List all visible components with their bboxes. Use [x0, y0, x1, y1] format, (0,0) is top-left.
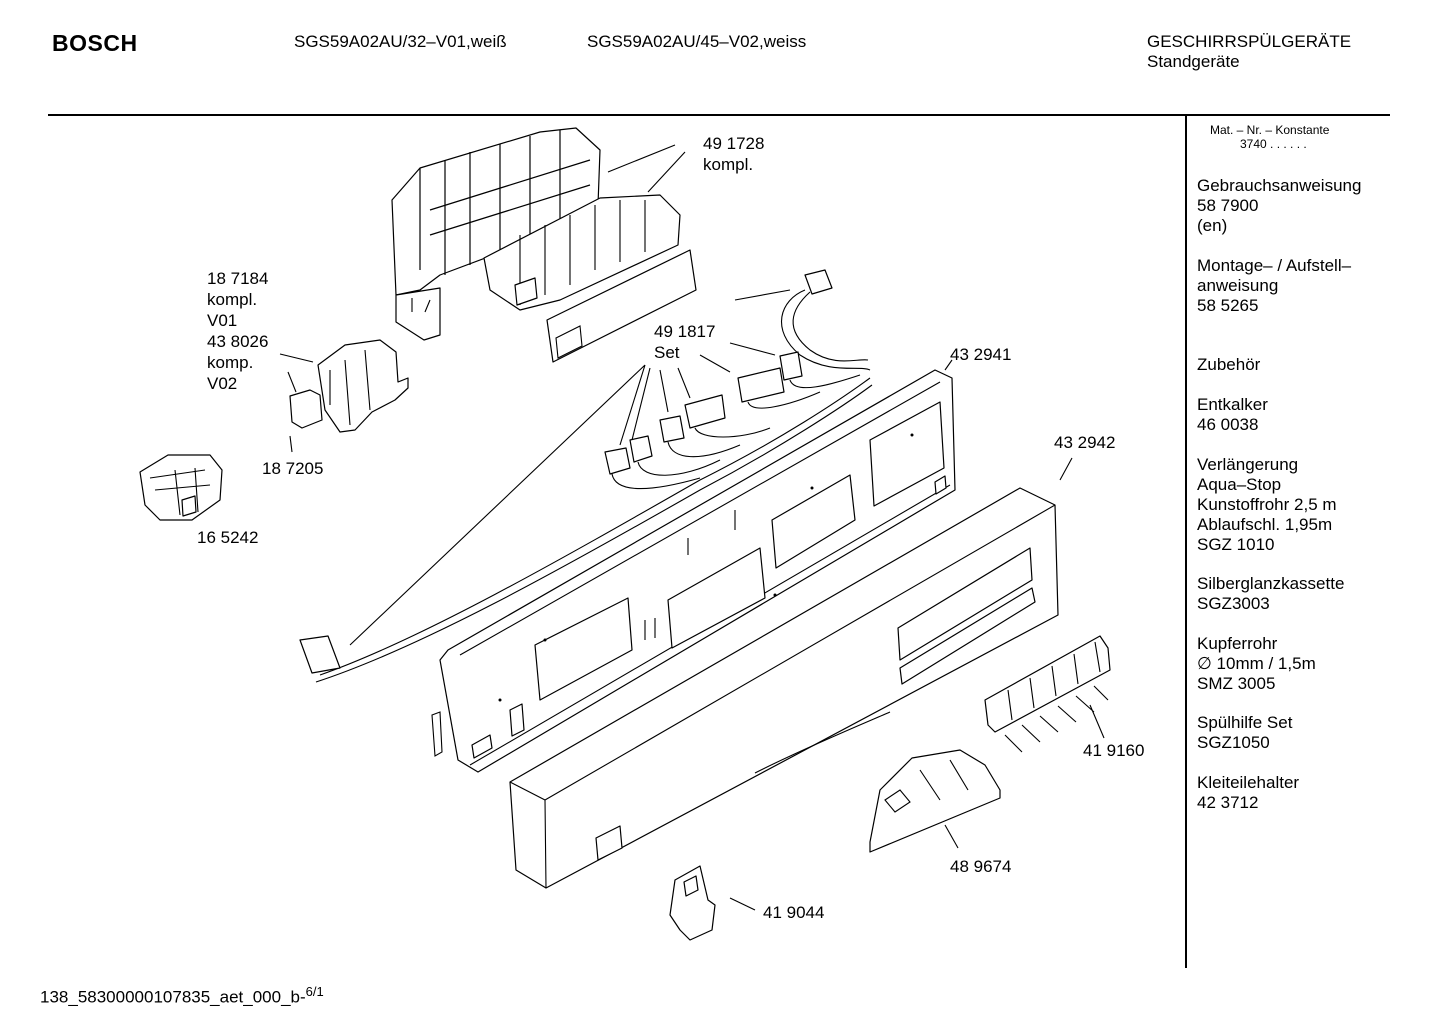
- part-label-419044: 41 9044: [763, 903, 825, 922]
- material-number-value: 3740 . . . . . .: [1240, 137, 1307, 151]
- category-title: GESCHIRRSPÜLGERÄTE: [1147, 32, 1352, 51]
- part-label-419160: 41 9160: [1083, 741, 1145, 760]
- sidebar-entry-accessories: Zubehör: [1197, 355, 1261, 374]
- cable-harness-part: [299, 269, 873, 683]
- part-label-187184: 18 7184 kompl. V01 43 8026 komp. V02: [207, 269, 269, 393]
- control-panel-fascia-part: [509, 487, 1059, 889]
- part-label-432942: 43 2942: [1054, 433, 1116, 452]
- retaining-clip-part: [669, 865, 716, 941]
- exploded-parts-drawing: [139, 127, 1111, 941]
- inner-panel-frame-part: [431, 369, 956, 773]
- sidebar-entry-extension: Verlängerung Aqua–Stop Kunstoffrohr 2,5 …: [1197, 455, 1337, 554]
- model-number-v01: SGS59A02AU/32–V01,weiß: [294, 32, 507, 51]
- category-block: GESCHIRRSPÜLGERÄTE Standgeräte: [1147, 32, 1351, 72]
- door-handle-part: [869, 749, 1001, 853]
- part-label-489674: 48 9674: [950, 857, 1012, 876]
- part-label-491817: 49 1817 Set: [654, 322, 716, 362]
- part-label-187205: 18 7205: [262, 459, 324, 478]
- model-number-v02: SGS59A02AU/45–V02,weiss: [587, 32, 807, 51]
- header-divider: [48, 114, 1390, 116]
- bracket-part: [139, 454, 223, 521]
- sidebar-entry-silver-cassette: Silberglanzkassette SGZ3003: [1197, 574, 1345, 613]
- relay-switch-part: [289, 339, 409, 433]
- category-subtitle: Standgeräte: [1147, 52, 1240, 71]
- page-number: 6/1: [305, 984, 324, 999]
- part-label-432941: 43 2941: [950, 345, 1012, 364]
- sidebar-entry-small-parts-holder: Kleiteilehalter 42 3712: [1197, 773, 1300, 812]
- sidebar-entry-installation: Montage– / Aufstell– anweisung 58 5265: [1197, 256, 1352, 315]
- sidebar-entry-manual: Gebrauchsanweisung 58 7900 (en): [1197, 176, 1362, 235]
- part-label-491728: 49 1728 kompl.: [703, 134, 765, 174]
- material-number-block: Mat. – Nr. – Konstante 3740 . . . . . .: [1210, 123, 1329, 151]
- display-strip-part: [546, 249, 697, 363]
- electronic-module-part: [391, 127, 681, 341]
- sidebar-divider: [1185, 116, 1187, 968]
- brand-logo: BOSCH: [52, 30, 138, 56]
- sidebar-entry-copper-pipe: Kupferrohr ∅ 10mm / 1,5m SMZ 3005: [1197, 634, 1316, 693]
- part-label-165242: 16 5242: [197, 528, 259, 547]
- document-code: 138_58300000107835_aet_000_b-6/1: [40, 984, 324, 1008]
- sidebar-entry-descaler: Entkalker 46 0038: [1197, 395, 1268, 434]
- sidebar-entry-rinse-set: Spülhilfe Set SGZ1050: [1197, 713, 1293, 752]
- button-strip-part: [984, 635, 1111, 733]
- document-code-text: 138_58300000107835_aet_000_b-: [40, 987, 306, 1007]
- material-number-header: Mat. – Nr. – Konstante: [1210, 123, 1330, 137]
